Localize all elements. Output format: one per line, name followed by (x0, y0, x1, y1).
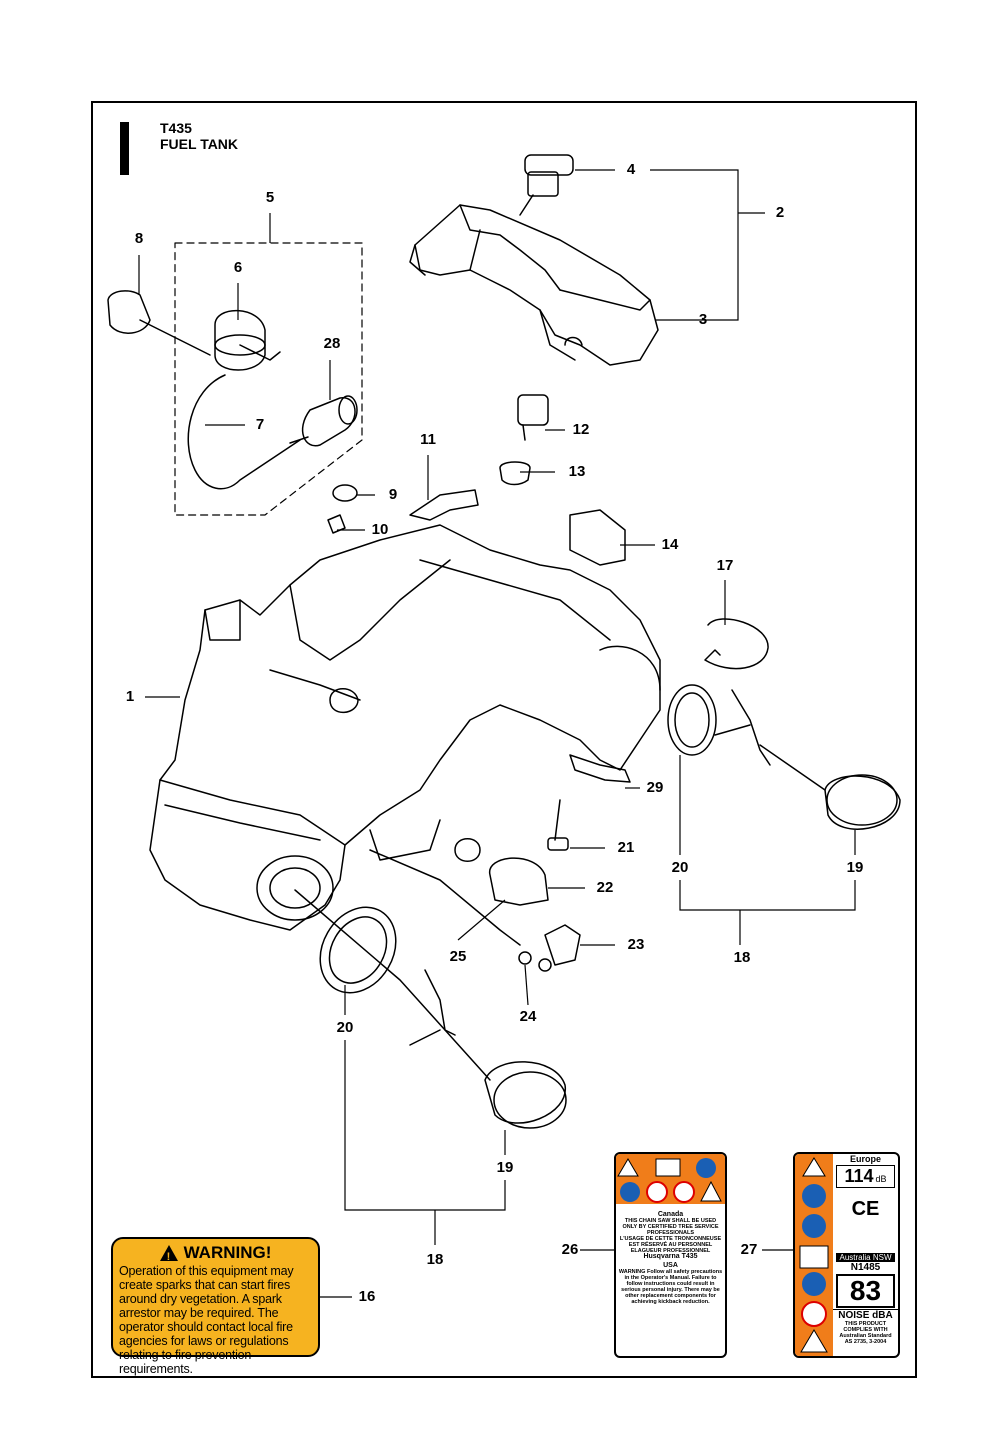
label-27-footer: THIS PRODUCT COMPLIES WITH Australian St… (839, 1321, 892, 1345)
helmet-icon (696, 1158, 716, 1178)
callout-11: 11 (420, 431, 436, 448)
screw-part-21 (547, 799, 569, 851)
manual-icon (655, 1158, 681, 1177)
fuel-connector-part (107, 290, 211, 356)
label-26-model: T435 (681, 1253, 698, 1260)
gloves-icon (802, 1272, 826, 1296)
noise-value: 83 (836, 1274, 895, 1308)
fuel-filter-part (289, 395, 358, 447)
label-26-line2: L'USAGE DE CETTE TRONCONNEUSE EST RÉSERV… (619, 1236, 722, 1254)
sound-power-value: 114 (844, 1166, 874, 1186)
diagram-frame (91, 101, 917, 1378)
callout-12: 12 (572, 421, 590, 438)
warning-triangle-icon (159, 1244, 178, 1267)
callout-21: 21 (617, 839, 635, 856)
callout-28: 28 (323, 335, 341, 352)
callout-3: 3 (698, 311, 708, 328)
bracket-part-11 (409, 489, 479, 521)
helmet-icon (802, 1184, 826, 1208)
label-26-brand: Husqvarna (643, 1253, 680, 1260)
callout-19-right: 19 (846, 859, 864, 876)
callout-14: 14 (661, 536, 679, 553)
label-26-usa: USA (663, 1262, 678, 1269)
grommet-part (214, 309, 281, 371)
fuel-cap-assembly-right (667, 684, 901, 830)
mount-part-22 (489, 857, 549, 906)
label-27-region: Europe (849, 1154, 881, 1164)
ce-mark: CE (851, 1198, 880, 1220)
warning-text: Operation of this equipment may create s… (119, 1264, 294, 1376)
callout-26: 26 (561, 1241, 579, 1258)
fuel-tank-body (149, 524, 661, 931)
gloves-icon (620, 1182, 640, 1202)
callout-2: 2 (775, 204, 785, 221)
label-26-line1: THIS CHAIN SAW SHALL BE USED ONLY BY CER… (622, 1218, 719, 1236)
clip-part-29 (569, 754, 631, 783)
callout-27: 27 (740, 1241, 758, 1258)
decal-26: Canada THIS CHAIN SAW SHALL BE USED ONLY… (614, 1152, 727, 1358)
callout-20-right: 20 (671, 859, 689, 876)
label-26-region: Canada (657, 1211, 684, 1218)
page-title: T435 FUEL TANK (160, 120, 238, 152)
plug-part-9 (332, 484, 358, 502)
kit-boundary (174, 242, 363, 516)
callout-18-left: 18 (426, 1251, 444, 1268)
callout-5: 5 (265, 189, 275, 206)
fuel-pickup-hose-25 (369, 849, 521, 946)
kickback-warning-icon (800, 1329, 828, 1353)
callout-8: 8 (134, 230, 144, 247)
decal-27: Europe 114 dB CE Australia NSW N1485 83 … (793, 1152, 900, 1358)
label-27-pictogram-column (795, 1154, 833, 1356)
model-number: T435 (160, 120, 192, 136)
callout-20-left: 20 (336, 1019, 354, 1036)
callout-10: 10 (371, 521, 389, 538)
callout-29: 29 (646, 779, 664, 796)
no-one-hand-icon (646, 1181, 668, 1203)
spring-part-17 (704, 618, 769, 670)
seal-part-13 (499, 461, 531, 486)
no-kickback-icon (673, 1181, 695, 1203)
label-27-approval: N1485 (850, 1262, 881, 1273)
label-26-line3: WARNING Follow all safety precautions in… (618, 1269, 723, 1305)
no-one-hand-icon (801, 1301, 827, 1327)
vent-plug-part (519, 154, 574, 216)
warning-icon (802, 1157, 826, 1177)
callout-13: 13 (568, 463, 586, 480)
callout-18-right: 18 (733, 949, 751, 966)
callout-4: 4 (626, 161, 636, 178)
section-name: FUEL TANK (160, 136, 239, 152)
kickback-warning-icon (700, 1180, 722, 1202)
callout-17: 17 (716, 557, 734, 574)
damper-part-14 (569, 509, 626, 566)
callout-19-left: 19 (496, 1159, 514, 1176)
pin-part-10 (327, 514, 346, 534)
valve-part-12 (517, 394, 549, 441)
safety-pictograms-26 (616, 1154, 725, 1204)
leader-lines (138, 169, 856, 1298)
manual-icon (799, 1245, 829, 1269)
top-cover-part (409, 204, 659, 366)
callout-23: 23 (627, 936, 645, 953)
label-27-australia: Australia NSW (836, 1253, 895, 1262)
callout-24: 24 (519, 1008, 537, 1025)
fuel-cap-assembly-left (294, 889, 567, 1129)
boots-icon (802, 1214, 826, 1238)
callout-6: 6 (233, 259, 243, 276)
warning-decal: WARNING! Operation of this equipment may… (111, 1237, 320, 1376)
valve-part-23 (544, 924, 581, 966)
washer-part-24 (518, 951, 532, 965)
callout-7: 7 (255, 416, 265, 433)
callout-9: 9 (388, 486, 398, 503)
callout-25: 25 (449, 948, 467, 965)
warning-icon (617, 1158, 639, 1177)
title-bar (120, 122, 129, 175)
callout-22: 22 (596, 879, 614, 896)
callout-16: 16 (358, 1288, 376, 1305)
warning-heading: WARNING! (119, 1243, 312, 1267)
noise-label: NOISE dBA (833, 1309, 898, 1321)
sound-power-unit: dB (875, 1174, 887, 1184)
fuel-hose-part (187, 374, 301, 490)
callout-1: 1 (125, 688, 135, 705)
